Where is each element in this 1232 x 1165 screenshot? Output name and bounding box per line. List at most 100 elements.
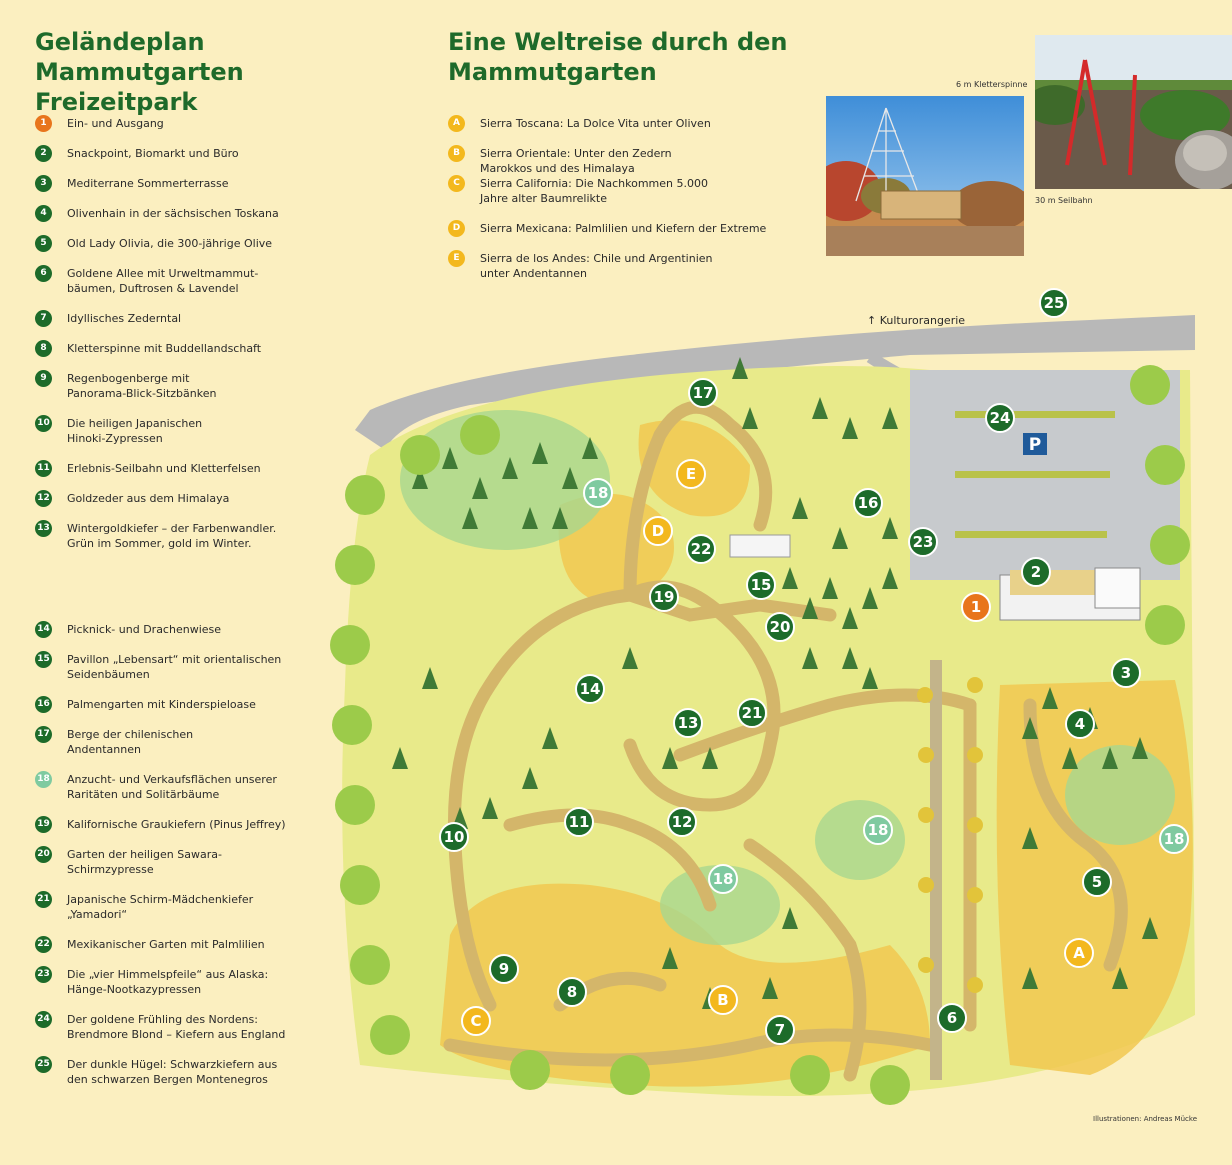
legend-text: Sierra de los Andes: Chile und Argentini… (480, 252, 713, 280)
map-marker-circle (853, 488, 883, 518)
tree-icon (1102, 747, 1118, 769)
map-marker-circle (1021, 557, 1051, 587)
tree-icon (522, 767, 538, 789)
bush-icon (332, 705, 372, 745)
legend-badge-D: D (448, 220, 465, 237)
tree-icon (862, 587, 878, 609)
map-marker-18: 18 (1159, 824, 1189, 854)
map-marker-circle (439, 822, 469, 852)
map-marker-circle (908, 527, 938, 557)
legend-badge-18: 18 (35, 771, 52, 788)
tree-icon (862, 667, 878, 689)
map-marker-circle (863, 815, 893, 845)
tree-icon (792, 497, 808, 519)
map-marker-circle (676, 459, 706, 489)
tree-icon (882, 407, 898, 429)
tree-icon (532, 442, 548, 464)
legend-badge-24: 24 (35, 1011, 52, 1028)
photo-caption-spider: 6 m Kletterspinne (956, 80, 1028, 89)
bush-icon (510, 1050, 550, 1090)
tree-icon (462, 507, 478, 529)
tree-icon (842, 417, 858, 439)
map-marker-circle (765, 1015, 795, 1045)
legend-text: Goldene Allee mit Urweltmammut- bäumen, … (67, 267, 259, 295)
map-marker-label: 18 (588, 484, 609, 502)
tree-icon (832, 527, 848, 549)
map-marker-circle (489, 954, 519, 984)
map-marker-18: 18 (708, 864, 738, 894)
map-marker-label: 18 (868, 821, 889, 839)
map-marker-label: 24 (990, 409, 1011, 427)
map-marker-23: 23 (908, 527, 938, 557)
bush-icon (460, 415, 500, 455)
map-marker-circle (961, 592, 991, 622)
legend-badge-23: 23 (35, 966, 52, 983)
map-marker-12: 12 (667, 807, 697, 837)
legend-badge-11: 11 (35, 460, 52, 477)
map-marker-16: 16 (853, 488, 883, 518)
map-marker-13: 13 (673, 708, 703, 738)
legend-badge-21: 21 (35, 891, 52, 908)
legend-badge-E: E (448, 250, 465, 267)
tree-icon (1112, 967, 1128, 989)
map-marker-label: 6 (947, 1009, 957, 1027)
legend-text: Pavillon „Lebensart“ mit orientalischen … (67, 653, 282, 681)
bush-icon (335, 545, 375, 585)
map-marker-circle (688, 378, 718, 408)
photo-caption-ropeway: 30 m Seilbahn (1035, 196, 1093, 205)
map-marker-label: 5 (1092, 873, 1102, 891)
map-marker-18: 18 (583, 478, 613, 508)
map-marker-circle (708, 864, 738, 894)
tree-icon (732, 357, 748, 379)
tree-icon (502, 457, 518, 479)
tree-icon (472, 477, 488, 499)
tree-icon (802, 597, 818, 619)
legend-text: Sierra California: Die Nachkommen 5.000 … (480, 177, 708, 205)
tree-icon (522, 507, 538, 529)
legend-badge-8: 8 (35, 340, 52, 357)
legend-text: Sierra Toscana: La Dolce Vita unter Oliv… (480, 117, 711, 130)
parking-sign (1023, 433, 1047, 455)
legend-badge-10: 10 (35, 415, 52, 432)
map-marker-B: B (708, 985, 738, 1015)
map-marker-label: 15 (751, 576, 772, 594)
map-marker-label: 1 (971, 598, 981, 616)
map-marker-C: C (461, 1006, 491, 1036)
legend-text: Goldzeder aus dem Himalaya (67, 492, 230, 505)
map-marker-circle (557, 977, 587, 1007)
tree-icon (812, 397, 828, 419)
illustration-credit: Illustrationen: Andreas Mücke (1093, 1115, 1197, 1123)
map-marker-5: 5 (1082, 867, 1112, 897)
map-marker-E: E (676, 459, 706, 489)
map-marker-circle (667, 807, 697, 837)
legend-badge-25: 25 (35, 1056, 52, 1073)
tree-icon (882, 517, 898, 539)
map-marker-circle (1065, 709, 1095, 739)
map-marker-label: 3 (1121, 664, 1131, 682)
direction-label: Kulturorangerie (879, 314, 966, 327)
bush-icon (330, 625, 370, 665)
map-marker-circle (746, 570, 776, 600)
legend-text: Ein- und Ausgang (67, 117, 164, 130)
map-marker-label: 17 (693, 384, 714, 402)
map-marker-3: 3 (1111, 658, 1141, 688)
map-marker-label: 20 (770, 618, 791, 636)
legend-text: Garten der heiligen Sawara- Schirmzypres… (67, 848, 222, 876)
map-marker-label: 23 (913, 533, 934, 551)
tree-icon (392, 747, 408, 769)
legend-badge-20: 20 (35, 846, 52, 863)
tree-icon (542, 727, 558, 749)
